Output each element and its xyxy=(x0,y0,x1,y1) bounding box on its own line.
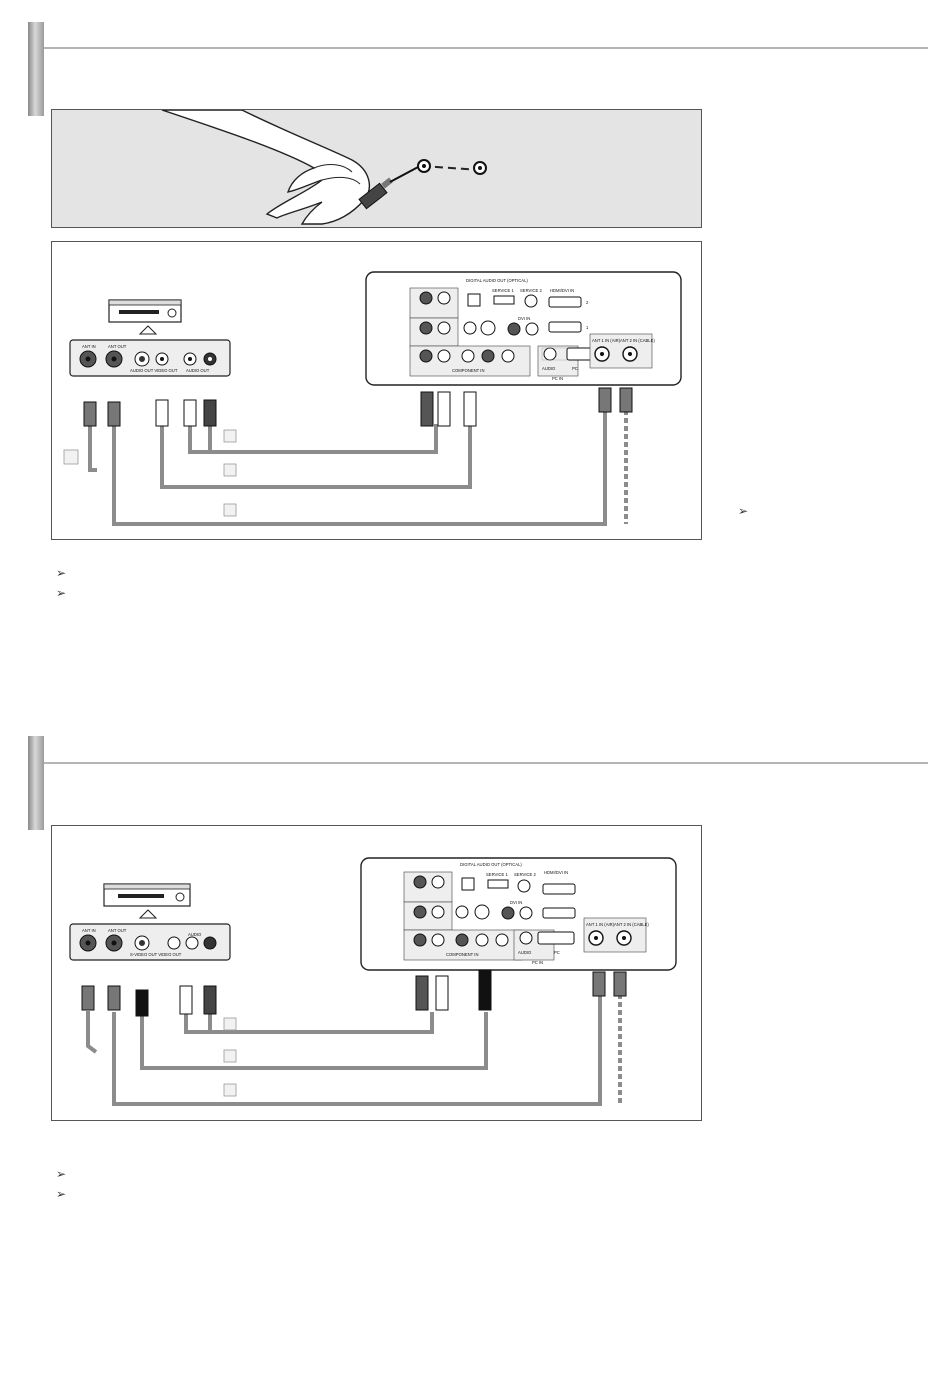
step-box-2-1 xyxy=(223,1017,237,1031)
tv-ant2-label: ANT 2 IN (CABLE) xyxy=(620,338,655,343)
cable-connect-illustration xyxy=(51,109,702,228)
note-arrow-right: ➢ xyxy=(738,504,749,518)
section-2-tab xyxy=(28,736,44,830)
tv2-digital-audio-label: DIGITAL AUDIO OUT (OPTICAL) xyxy=(460,862,522,867)
tv2-pc-audio-label: AUDIO xyxy=(518,950,532,955)
connection-diagram-1: ANT IN ANT OUT AUDIO OUT VIDEO OUT AUDIO… xyxy=(51,241,702,540)
vcr-audio-video-out-label: AUDIO OUT VIDEO OUT xyxy=(130,368,178,373)
vcr2-audio-label: AUDIO xyxy=(188,932,202,937)
plugs-1 xyxy=(83,387,633,427)
step-box-3 xyxy=(223,503,237,517)
vcr-icon-2 xyxy=(103,883,191,919)
tv-service2-label: SERVICE 2 xyxy=(520,288,542,293)
vcr2-ant-in-label: ANT IN xyxy=(82,928,96,933)
tv2-service2-label: SERVICE 2 xyxy=(514,872,536,877)
tv2-dvi-in-label: DVI IN xyxy=(510,900,522,905)
note-arrow-3: ➢ xyxy=(56,1167,67,1181)
tv2-component-in-label: COMPONENT IN xyxy=(446,952,479,957)
tv-dvi-in-label: DVI IN xyxy=(518,316,530,321)
note-arrow-2: ➢ xyxy=(56,586,67,600)
tv2-pc-in-label: PC IN xyxy=(532,960,543,965)
step-box-4 xyxy=(63,449,79,465)
connection-diagram-2: ANT IN ANT OUT S-VIDEO OUT VIDEO OUT AUD… xyxy=(51,825,702,1121)
section-1-rule xyxy=(44,47,928,49)
plugs-2 xyxy=(81,969,627,1054)
tv-pc-label: PC xyxy=(572,366,578,371)
tv-hdmi-1: 1 xyxy=(586,325,589,330)
section-1-tab xyxy=(28,22,44,116)
tv-hdmi-2: 2 xyxy=(586,300,589,305)
vcr-ant-out-label: ANT OUT xyxy=(108,344,127,349)
vcr-audio-out-label: AUDIO OUT xyxy=(186,368,210,373)
tv-digital-audio-label: DIGITAL AUDIO OUT (OPTICAL) xyxy=(466,278,528,283)
tv-component-in-label: COMPONENT IN xyxy=(452,368,485,373)
tv2-hdmi-label: HDMI/DVI IN xyxy=(544,870,568,875)
step-box-1 xyxy=(223,429,237,443)
hand-icon xyxy=(161,110,487,225)
cables-2 xyxy=(112,978,622,1106)
tv2-pc-label: PC xyxy=(554,950,560,955)
vcr2-ant-out-label: ANT OUT xyxy=(108,928,127,933)
step-box-2-2 xyxy=(223,1049,237,1063)
note-arrow-4: ➢ xyxy=(56,1187,67,1201)
tv-hdmi-label: HDMI/DVI IN xyxy=(550,288,574,293)
vcr-rear-panel: ANT IN ANT OUT AUDIO OUT VIDEO OUT AUDIO… xyxy=(69,339,231,377)
step-box-2 xyxy=(223,463,237,477)
tv-service1-label: SERVICE 1 xyxy=(492,288,514,293)
tv2-service1-label: SERVICE 1 xyxy=(486,872,508,877)
tv-rear-panel-icon-2: DIGITAL AUDIO OUT (OPTICAL) SERVICE 1 SE… xyxy=(360,857,677,971)
vcr-rear-panel-2: ANT IN ANT OUT S-VIDEO OUT VIDEO OUT AUD… xyxy=(69,923,231,961)
tv-pc-audio-label: AUDIO xyxy=(542,366,556,371)
cables-1 xyxy=(88,394,628,526)
note-arrow-1: ➢ xyxy=(56,566,67,580)
step-box-2-3 xyxy=(223,1083,237,1097)
tv2-ant1-label: ANT 1 IN (AIR) xyxy=(586,922,615,927)
tv2-ant2-label: ANT 2 IN (CABLE) xyxy=(614,922,649,927)
tv-ant1-label: ANT 1 IN (AIR) xyxy=(592,338,621,343)
tv-rear-panel-icon: DIGITAL AUDIO OUT (OPTICAL) SERVICE 1 SE… xyxy=(365,271,682,386)
vcr2-svideo-label: S-VIDEO OUT VIDEO OUT xyxy=(130,952,182,957)
vcr-icon xyxy=(108,299,182,335)
section-2-rule xyxy=(44,762,928,764)
tv-pc-in-label: PC IN xyxy=(552,376,563,381)
vcr-ant-in-label: ANT IN xyxy=(82,344,96,349)
